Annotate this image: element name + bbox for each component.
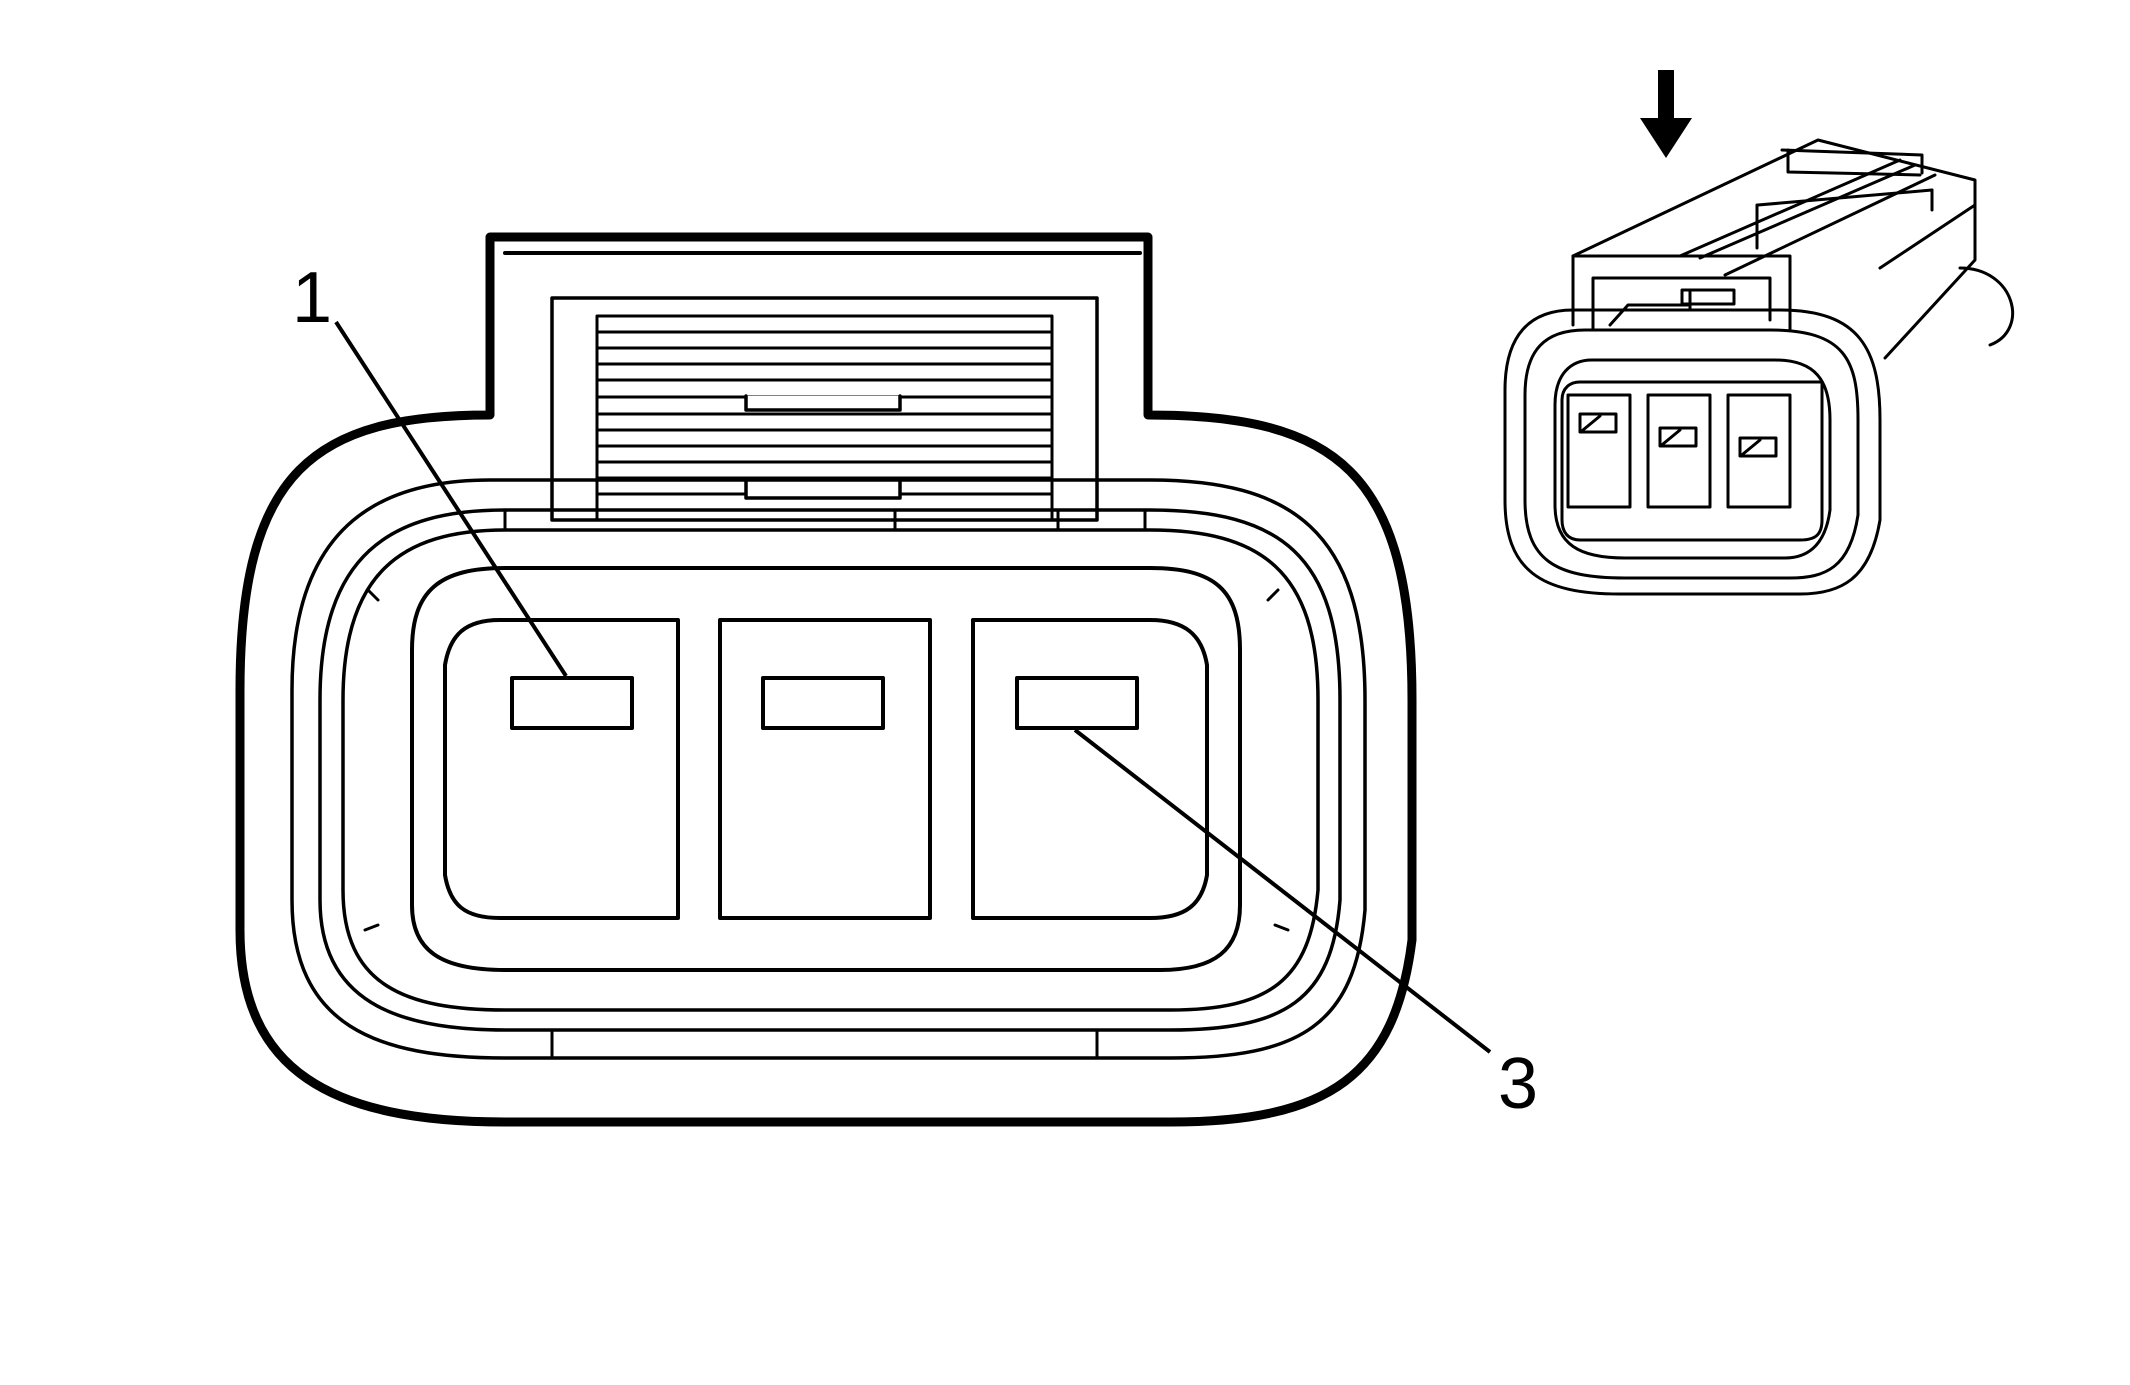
connector-face-view	[235, 232, 1417, 1127]
housing-second-outline	[290, 478, 1367, 1060]
iso-latch-bridge	[1571, 254, 1792, 332]
terminal-cavity-frame	[410, 566, 1242, 972]
lock-latch-lower	[744, 478, 902, 500]
seal-ring-inner	[341, 528, 1320, 1012]
lock-ribs	[595, 314, 1054, 522]
iso-body-side-face	[1883, 203, 1977, 360]
callout-1-label: 1	[292, 258, 332, 338]
arrow-down-icon	[1640, 70, 1692, 158]
terminal-cavity-2	[718, 618, 932, 920]
seal-ticks	[363, 508, 1290, 1060]
iso-cavity-3	[1726, 393, 1792, 509]
terminal-latch-1	[510, 676, 634, 730]
iso-cavity-2	[1646, 393, 1712, 509]
iso-cavity-frame	[1560, 380, 1824, 542]
housing-outer-outline	[235, 232, 1417, 1127]
callout-3-leader-line	[1073, 728, 1492, 1054]
iso-body-top-face	[1571, 138, 1977, 270]
iso-latch-tongue	[1608, 288, 1772, 327]
terminal-latch-2	[761, 676, 885, 730]
terminal-latch-3	[1015, 676, 1139, 730]
callout-1-leader-line	[334, 320, 568, 678]
iso-cavity-1	[1566, 393, 1632, 509]
terminal-cavity-3	[971, 618, 1209, 920]
connector-isometric-view	[1503, 138, 2015, 596]
callout-1: 1	[292, 258, 568, 678]
callout-3-label: 3	[1498, 1044, 1538, 1124]
terminal-cavity-1	[443, 618, 680, 920]
seal-ring-outer	[318, 508, 1342, 1032]
iso-terminal-latches	[1578, 412, 1778, 458]
callout-3: 3	[1073, 728, 1538, 1124]
iso-rear-boss	[1958, 266, 2015, 347]
iso-front-face-outer	[1503, 308, 1882, 596]
iso-front-face-inner	[1523, 328, 1860, 580]
lock-latch-upper	[744, 394, 902, 412]
iso-latch-ribs	[1678, 148, 1937, 277]
iso-latch-slot	[1680, 288, 1736, 306]
